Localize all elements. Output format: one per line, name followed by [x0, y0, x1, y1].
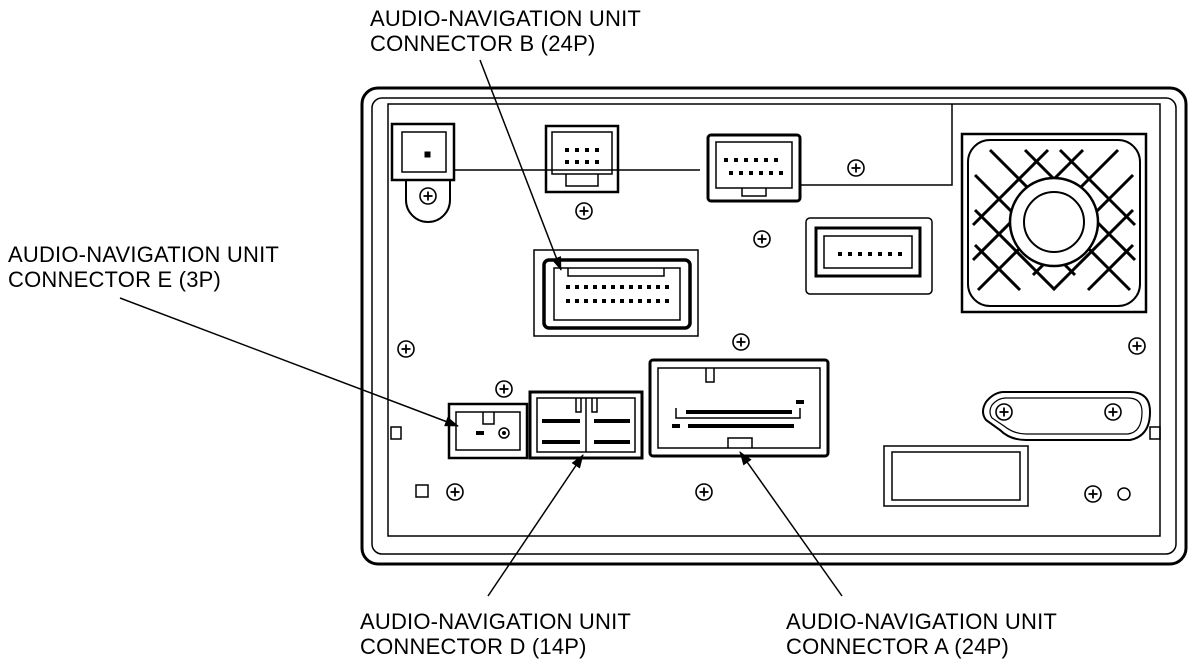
top-middle-connector — [544, 124, 620, 194]
leader-line-a — [739, 451, 843, 597]
callout-d-line1: AUDIO-NAVIGATION UNIT — [360, 609, 632, 634]
top-left-connector — [390, 122, 456, 223]
callout-b-line1: AUDIO-NAVIGATION UNIT — [370, 6, 642, 31]
callout-e-line1: AUDIO-NAVIGATION UNIT — [8, 242, 280, 267]
callout-d-line2: CONNECTOR D (14P) — [360, 634, 587, 659]
callout-connector-e: AUDIO-NAVIGATION UNIT CONNECTOR E (3P) — [8, 242, 279, 292]
top-right-connector — [706, 133, 802, 203]
right-middle-connector — [805, 217, 933, 295]
unit-housing — [360, 86, 1188, 566]
cooling-fan-grille — [960, 132, 1148, 314]
callout-a-line2: CONNECTOR A (24P) — [786, 634, 1010, 659]
callout-a-line1: AUDIO-NAVIGATION UNIT — [786, 609, 1058, 634]
callout-e-line2: CONNECTOR E (3P) — [8, 267, 222, 292]
callout-connector-a: AUDIO-NAVIGATION UNIT CONNECTOR A (24P) — [786, 609, 1057, 659]
callout-connector-d: AUDIO-NAVIGATION UNIT CONNECTOR D (14P) — [360, 609, 631, 659]
callout-connector-b: AUDIO-NAVIGATION UNIT CONNECTOR B (24P) — [370, 6, 641, 56]
connector-e — [447, 402, 529, 460]
connector-b — [533, 249, 699, 337]
connector-a — [648, 358, 830, 458]
mounting-bracket — [982, 391, 1152, 441]
leader-line-e — [119, 297, 459, 427]
leader-line-b — [479, 59, 562, 271]
connector-d — [528, 390, 644, 460]
callout-b-line2: CONNECTOR B (24P) — [370, 31, 596, 56]
leader-line-d — [487, 454, 584, 597]
leader-lines — [119, 59, 843, 597]
label-plate — [883, 445, 1029, 507]
